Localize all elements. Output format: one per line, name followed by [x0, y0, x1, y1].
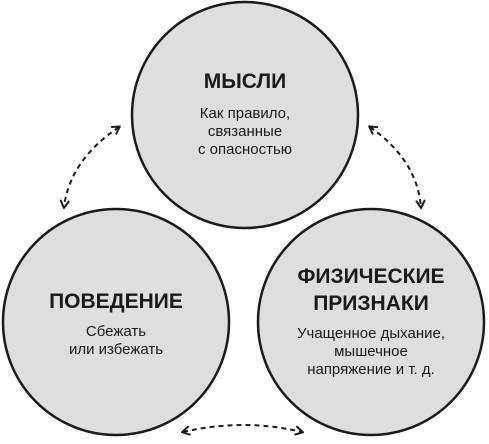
- node-title: ФИЗИЧЕСКИЕ: [297, 265, 444, 288]
- node-title: ПРИЗНАКИ: [313, 292, 429, 315]
- node-text-line: или избежать: [69, 341, 163, 358]
- node-title: МЫСЛИ: [204, 70, 287, 93]
- circle-physical: [256, 207, 486, 437]
- circle-behavior: [1, 207, 231, 437]
- node-text-line: Учащенное дыхание,: [297, 325, 445, 342]
- connector-behavior-physical: [181, 424, 304, 436]
- connector-thoughts-physical: [368, 125, 426, 209]
- node-behavior: ПОВЕДЕНИЕ Сбежать или избежать: [1, 207, 231, 437]
- node-text-line: Сбежать: [86, 323, 146, 340]
- node-text-line: мышечное: [334, 343, 408, 360]
- node-text-line: Как правило,: [200, 105, 290, 122]
- circle-thoughts: [130, 0, 360, 230]
- connector-thoughts-behavior: [59, 125, 121, 209]
- node-thoughts: МЫСЛИ Как правило, связанные с опасность…: [130, 0, 360, 230]
- node-title: ПОВЕДЕНИЕ: [49, 290, 183, 313]
- node-text-line: связанные: [208, 123, 282, 140]
- node-text-line: напряжение и т. д.: [307, 361, 435, 378]
- node-physical: ФИЗИЧЕСКИЕ ПРИЗНАКИ Учащенное дыхание, м…: [256, 207, 486, 437]
- node-text-line: с опасностью: [198, 141, 292, 158]
